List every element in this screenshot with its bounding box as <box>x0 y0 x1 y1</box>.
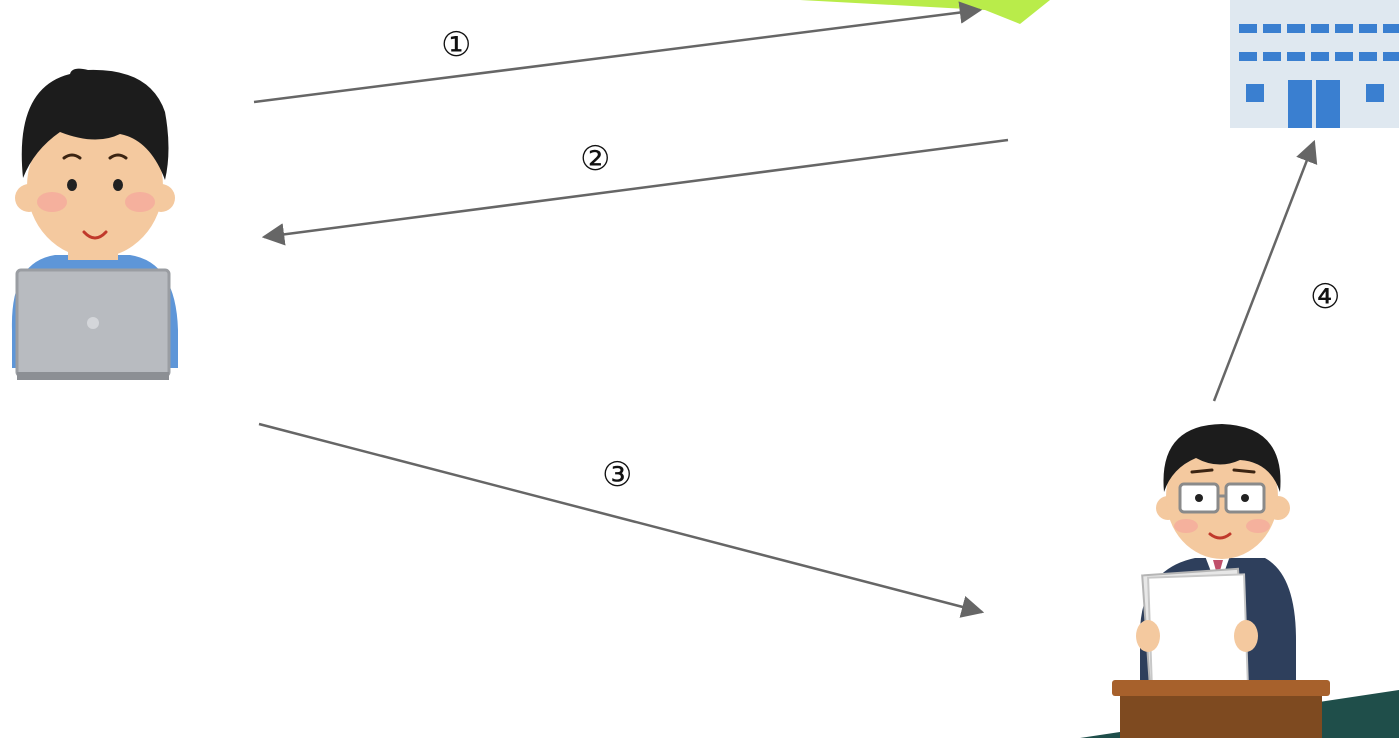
official-with-document-icon <box>1112 424 1330 738</box>
step-label-2: ② <box>580 139 610 179</box>
step-label-1: ① <box>441 25 471 65</box>
arrow-step-1 <box>254 10 980 102</box>
green-banner-decoration <box>800 0 1050 24</box>
office-building-icon <box>1230 0 1399 128</box>
arrow-step-4 <box>1214 142 1314 401</box>
step-label-4: ④ <box>1310 277 1340 317</box>
arrow-step-3 <box>259 424 982 612</box>
person-with-laptop-icon <box>12 69 178 380</box>
step-label-3: ③ <box>602 455 632 495</box>
arrow-step-2 <box>264 140 1008 237</box>
